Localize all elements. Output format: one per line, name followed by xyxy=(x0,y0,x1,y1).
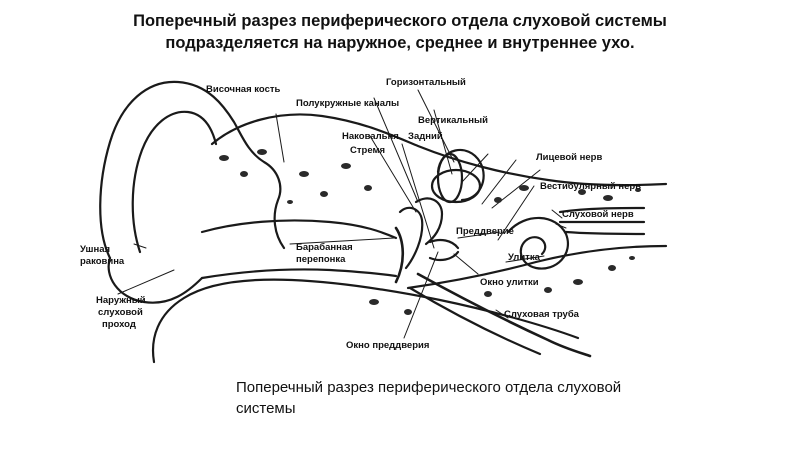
tympanic-membrane xyxy=(394,226,405,284)
auricle-outline xyxy=(99,80,286,260)
ear-canal-lower-wall xyxy=(200,268,398,280)
temporal-bone-outline xyxy=(210,113,668,187)
label-auditory-nerve: Слуховой нерв xyxy=(562,209,634,220)
label-facial-nerve: Лицевой нерв xyxy=(536,152,603,163)
caption: Поперечный разрез периферического отдела… xyxy=(236,377,776,419)
incus-shape xyxy=(414,197,444,246)
eustachian-tube-2 xyxy=(408,286,542,356)
label-stapes: Стремя xyxy=(350,145,386,156)
label-oval-window: Окно преддверия xyxy=(346,340,430,351)
label-tympanic-2: перепонка xyxy=(296,254,346,265)
page-title: Поперечный разрез периферического отдела… xyxy=(0,10,800,54)
bone-lower-outline xyxy=(406,244,668,290)
label-temporal-bone: Височная кость xyxy=(206,84,281,95)
malleus xyxy=(398,206,424,270)
label-vestibular-nerve: Вестибулярный нерв xyxy=(540,181,642,192)
auricle-inner-fold xyxy=(131,110,218,254)
auricle-lobe xyxy=(107,256,204,304)
label-cochlea: Улитка xyxy=(508,252,540,263)
ear-cross-section-illustration xyxy=(99,80,668,364)
eustachian-tube xyxy=(416,272,592,358)
label-semicircular-canals: Полукружные каналы xyxy=(296,98,400,109)
label-auricle-2: раковина xyxy=(80,256,125,267)
ear-canal-upper-wall xyxy=(200,219,398,240)
label-vertical-canal: Вертикальный xyxy=(418,115,488,126)
label-ear-canal-1: Наружный xyxy=(96,295,146,306)
label-eustachian-tube: Слуховая труба xyxy=(504,309,579,320)
cochlea-spiral xyxy=(506,216,569,270)
canal-horizontal xyxy=(430,168,482,204)
caption-line-1: Поперечный разрез периферического отдела… xyxy=(236,379,622,396)
label-vestibule: Преддверие xyxy=(456,226,514,237)
title-line-2: подразделяется на наружное, среднее и вн… xyxy=(165,34,635,52)
label-ear-canal-3: проход xyxy=(102,319,136,330)
leader-lines xyxy=(117,89,567,339)
title-line-1: Поперечный разрез периферического отдела… xyxy=(133,12,667,30)
label-posterior-canal: Задний xyxy=(408,131,443,142)
label-auricle-1: Ушная xyxy=(80,244,111,255)
label-ear-canal-2: слуховой xyxy=(98,307,143,318)
auditory-nerve xyxy=(558,206,646,236)
stapes-shape xyxy=(428,238,460,262)
caption-line-2: системы xyxy=(236,400,296,417)
bone-texture xyxy=(219,149,641,315)
label-tympanic-1: Барабанная xyxy=(296,242,353,253)
label-incus: Наковальня xyxy=(342,131,399,142)
label-horizontal-canal: Горизонтальный xyxy=(386,77,466,88)
label-round-window: Окно улитки xyxy=(480,277,539,288)
